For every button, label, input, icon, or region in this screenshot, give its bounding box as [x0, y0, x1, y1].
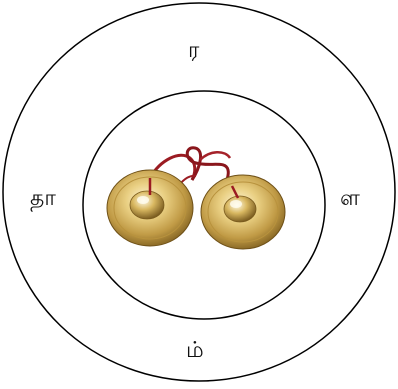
- letter-bottom: ம்: [186, 338, 204, 363]
- letter-right: ள: [340, 186, 360, 211]
- inner-ring: [82, 90, 326, 320]
- letter-top: ர: [188, 38, 200, 63]
- outer-ring: [2, 2, 396, 382]
- letter-left: தா: [30, 186, 56, 211]
- cymbals-image: [106, 146, 286, 250]
